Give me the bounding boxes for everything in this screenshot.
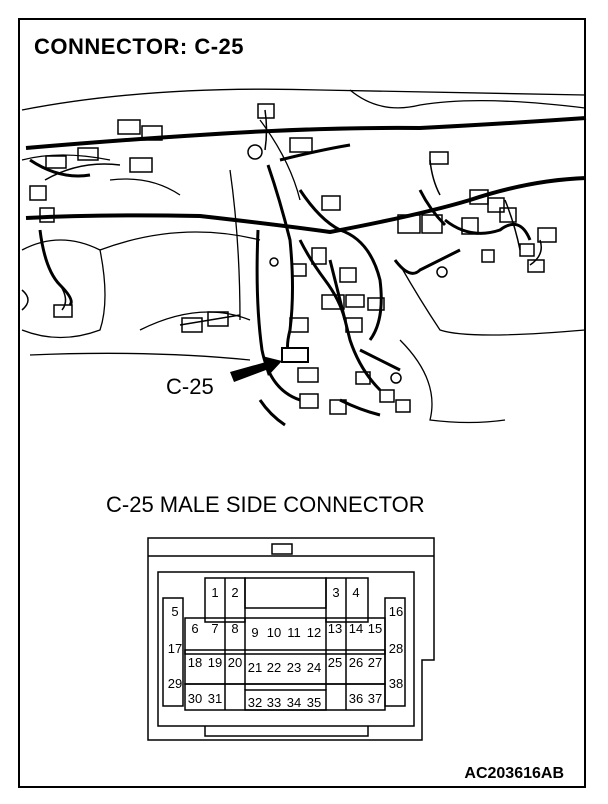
pin-23: 23	[287, 660, 301, 675]
pin-32: 32	[248, 695, 262, 710]
pin-2: 2	[231, 585, 238, 600]
pin-31: 31	[208, 691, 222, 706]
pin-4: 4	[352, 585, 359, 600]
pin-14: 14	[349, 621, 363, 636]
page-title: CONNECTOR: C-25	[34, 34, 245, 59]
pin-15: 15	[368, 621, 382, 636]
pin-21: 21	[248, 660, 262, 675]
figure-code: AC203616AB	[464, 765, 564, 782]
pin-8: 8	[231, 621, 238, 636]
pin-37: 37	[368, 691, 382, 706]
callout-arrow	[230, 356, 282, 382]
pin-11: 11	[287, 625, 301, 640]
pin-13: 13	[328, 621, 342, 636]
pin-5: 5	[171, 604, 178, 619]
pin-9: 9	[251, 625, 258, 640]
figure-frame	[18, 18, 586, 788]
pin-38: 38	[389, 676, 403, 691]
connector-title: C-25 MALE SIDE CONNECTOR	[106, 492, 425, 517]
pin-22: 22	[267, 660, 281, 675]
pin-29: 29	[168, 676, 182, 691]
pin-numbers: 1 2 3 4 5 6 7 8 9 10 11 12 13 14 15 16 1…	[168, 585, 403, 710]
pin-3: 3	[332, 585, 339, 600]
pin-20: 20	[228, 655, 242, 670]
pin-35: 35	[307, 695, 321, 710]
wiring-harness-illustration	[21, 88, 587, 427]
pin-27: 27	[368, 655, 382, 670]
pin-6: 6	[191, 621, 198, 636]
pin-33: 33	[267, 695, 281, 710]
pin-17: 17	[168, 641, 182, 656]
pin-24: 24	[307, 660, 321, 675]
pin-26: 26	[349, 655, 363, 670]
pin-30: 30	[188, 691, 202, 706]
connector-face	[147, 537, 435, 741]
pin-18: 18	[188, 655, 202, 670]
pin-34: 34	[287, 695, 301, 710]
pin-16: 16	[389, 604, 403, 619]
pin-19: 19	[208, 655, 222, 670]
pin-12: 12	[307, 625, 321, 640]
pin-10: 10	[267, 625, 281, 640]
pin-7: 7	[211, 621, 218, 636]
harness-callout-label: C-25	[166, 374, 214, 399]
pin-1: 1	[211, 585, 218, 600]
pin-36: 36	[349, 691, 363, 706]
pin-28: 28	[389, 641, 403, 656]
pin-25: 25	[328, 655, 342, 670]
